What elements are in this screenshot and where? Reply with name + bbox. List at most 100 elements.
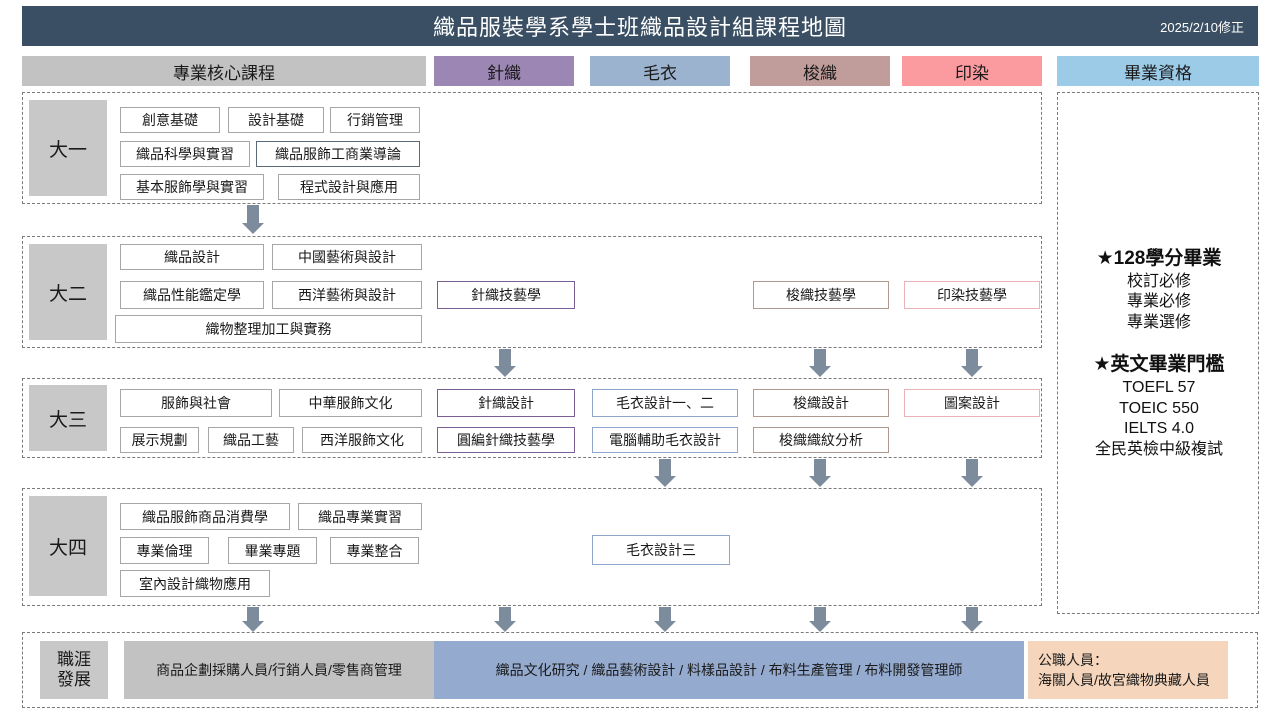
course-box[interactable]: 專業整合 bbox=[330, 537, 419, 564]
page-title: 織品服裝學系學士班織品設計組課程地圖 bbox=[432, 15, 847, 40]
arrow-y2-y3-print bbox=[961, 349, 983, 377]
course-box[interactable]: 織品服飾工商業導論 bbox=[256, 141, 420, 167]
course-name: 梭織織紋分析 bbox=[779, 432, 863, 448]
course-name: 創意基礎 bbox=[142, 112, 198, 128]
course-box[interactable]: 織品設計 bbox=[120, 244, 264, 270]
course-box[interactable]: 西洋藝術與設計 bbox=[272, 281, 422, 309]
course-name: 西洋藝術與設計 bbox=[298, 287, 396, 303]
category-2[interactable]: 針織 bbox=[434, 56, 574, 86]
course-box[interactable]: 程式設計與應用 bbox=[278, 174, 420, 200]
arrow-head bbox=[809, 476, 831, 487]
course-box[interactable]: 針織設計 bbox=[437, 389, 575, 417]
course-box[interactable]: 西洋服飾文化 bbox=[302, 427, 422, 453]
graduation-requirements-panel: ★128學分畢業 校訂必修 專業必修 專業選修 ★英文畢業門檻 TOEFL 57… bbox=[1057, 92, 1259, 614]
course-name: 設計基礎 bbox=[248, 112, 304, 128]
year-label-text: 大一 bbox=[48, 139, 87, 161]
arrow-y2-y3-knit bbox=[494, 349, 516, 377]
category-6[interactable]: 畢業資格 bbox=[1057, 56, 1259, 86]
course-name: 織物整理加工與實務 bbox=[205, 321, 332, 337]
course-box[interactable]: 織品科學與實習 bbox=[120, 141, 250, 167]
course-box[interactable]: 圓編針織技藝學 bbox=[437, 427, 575, 453]
course-name: 織品性能鑑定學 bbox=[143, 287, 241, 303]
arrow-head bbox=[654, 621, 676, 632]
course-box[interactable]: 印染技藝學 bbox=[904, 281, 1040, 309]
arrow-head bbox=[494, 621, 516, 632]
course-name: 專業倫理 bbox=[136, 542, 193, 559]
year-label-4: 大四 bbox=[29, 496, 107, 596]
course-box[interactable]: 室內設計織物應用 bbox=[120, 570, 270, 597]
year-label-3: 大三 bbox=[29, 385, 107, 451]
category-1[interactable]: 專業核心課程 bbox=[22, 56, 426, 86]
course-box[interactable]: 織品服飾商品消費學 bbox=[120, 503, 290, 530]
course-box[interactable]: 梭織技藝學 bbox=[753, 281, 889, 309]
course-name: 中華服飾文化 bbox=[308, 395, 393, 411]
course-box[interactable]: 織品性能鑑定學 bbox=[120, 281, 264, 309]
career-box-text: 商品企劃採購人員/行銷人員/零售商管理 bbox=[156, 661, 402, 678]
credits-line-1: 校訂必修 bbox=[1126, 273, 1191, 290]
credits-heading: ★128學分畢業 bbox=[1096, 248, 1222, 269]
course-box[interactable]: 專業倫理 bbox=[120, 537, 209, 564]
category-5[interactable]: 印染 bbox=[902, 56, 1042, 86]
course-box[interactable]: 中華服飾文化 bbox=[279, 389, 422, 417]
arrow-head bbox=[961, 621, 983, 632]
arrow-y3-y4-print bbox=[961, 459, 983, 487]
career-box-line-1: 公職人員： bbox=[1038, 651, 1108, 668]
course-name: 織品服飾工商業導論 bbox=[275, 146, 401, 162]
arrow-head bbox=[809, 366, 831, 377]
course-box[interactable]: 行銷管理 bbox=[330, 107, 420, 133]
year-label-text: 大三 bbox=[48, 409, 87, 431]
career-box-text: 織品文化研究 / 織品藝術設計 / 料樣品設計 / 布料生產管理 / 布料開發管… bbox=[495, 661, 963, 678]
course-box[interactable]: 展示規劃 bbox=[120, 427, 199, 453]
arrow-head bbox=[809, 621, 831, 632]
course-box[interactable]: 中國藝術與設計 bbox=[272, 244, 422, 270]
category-bar: 專業核心課程 針織 毛衣梭織印染畢業資格 bbox=[0, 56, 1280, 86]
course-box[interactable]: 電腦輔助毛衣設計 bbox=[592, 427, 738, 453]
course-box[interactable]: 梭織設計 bbox=[753, 389, 889, 417]
credits-line-2: 專業必修 bbox=[1126, 293, 1191, 311]
career-development-label: 職涯 發展 bbox=[40, 641, 108, 699]
arrow-head bbox=[654, 476, 676, 487]
course-box[interactable]: 創意基礎 bbox=[120, 107, 220, 133]
course-name: 織品設計 bbox=[164, 249, 220, 265]
arrow-y3-y4-shuttle bbox=[809, 459, 831, 487]
course-box[interactable]: 設計基礎 bbox=[228, 107, 324, 133]
arrow-shaft bbox=[814, 607, 826, 621]
career-box[interactable]: 公職人員：海關人員/故宮織物典藏人員 bbox=[1028, 641, 1228, 699]
english-line-4: 全民英檢中級複試 bbox=[1094, 440, 1223, 458]
course-name: 織品專業實習 bbox=[318, 508, 402, 525]
career-label-line-1: 職涯 bbox=[57, 649, 91, 669]
course-name: 室內設計織物應用 bbox=[139, 575, 251, 592]
course-name: 服飾與社會 bbox=[161, 395, 231, 411]
course-name: 梭織設計 bbox=[793, 395, 849, 411]
career-box[interactable]: 織品文化研究 / 織品藝術設計 / 料樣品設計 / 布料生產管理 / 布料開發管… bbox=[434, 641, 1024, 699]
course-box[interactable]: 毛衣設計三 bbox=[592, 535, 730, 565]
arrow-y4-career-shuttle bbox=[809, 607, 831, 632]
course-box[interactable]: 織品工藝 bbox=[208, 427, 294, 453]
spacer bbox=[1058, 333, 1260, 349]
arrow-shaft bbox=[247, 607, 259, 621]
arrow-shaft bbox=[247, 205, 259, 223]
course-box[interactable]: 畢業專題 bbox=[228, 537, 317, 564]
english-threshold-heading: ★英文畢業門檻 bbox=[1093, 354, 1225, 376]
course-box[interactable]: 圖案設計 bbox=[904, 389, 1040, 417]
arrow-shaft bbox=[499, 607, 511, 621]
arrow-y4-career-knit bbox=[494, 607, 516, 632]
course-box[interactable]: 基本服飾學與實習 bbox=[120, 174, 264, 200]
course-box[interactable]: 織物整理加工與實務 bbox=[115, 315, 422, 343]
course-name: 圓編針織技藝學 bbox=[457, 432, 555, 448]
course-name: 專業整合 bbox=[346, 542, 403, 559]
course-box[interactable]: 針織技藝學 bbox=[437, 281, 575, 309]
course-box[interactable]: 服飾與社會 bbox=[120, 389, 272, 417]
course-box[interactable]: 毛衣設計一、二 bbox=[592, 389, 738, 417]
category-3[interactable]: 毛衣 bbox=[590, 56, 730, 86]
category-label: 針織 bbox=[487, 63, 521, 83]
arrow-shaft bbox=[659, 607, 671, 621]
arrow-head bbox=[961, 366, 983, 377]
course-name: 印染技藝學 bbox=[937, 287, 1007, 303]
career-box[interactable]: 商品企劃採購人員/行銷人員/零售商管理 bbox=[124, 641, 434, 699]
category-4[interactable]: 梭織 bbox=[750, 56, 890, 86]
arrow-y4-career-sweater bbox=[654, 607, 676, 632]
year-label-text: 大二 bbox=[48, 283, 87, 305]
course-box[interactable]: 織品專業實習 bbox=[298, 503, 422, 530]
course-box[interactable]: 梭織織紋分析 bbox=[753, 427, 889, 453]
